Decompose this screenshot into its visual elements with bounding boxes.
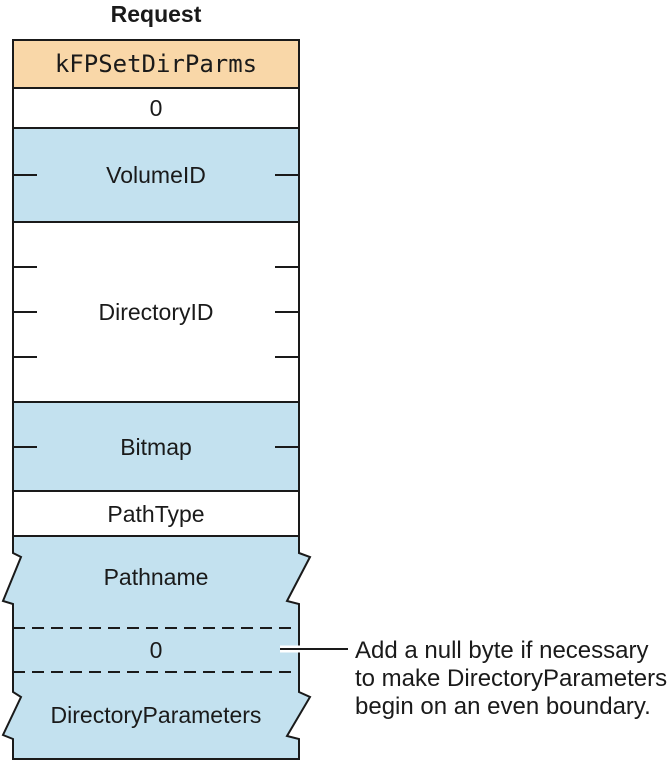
annotation-line: begin on an even boundary. [355, 693, 651, 720]
field-label-null-byte: 0 [149, 637, 163, 663]
volume-id-box [13, 128, 299, 222]
variable-length-section-box [1, 535, 312, 760]
field-label-opcode: kFPSetDirParms [54, 50, 258, 78]
field-label-pad-byte: 0 [149, 95, 163, 121]
null-byte-dashed-separators [13, 627, 299, 673]
opcode-box [13, 40, 299, 88]
field-label-pathname: Pathname [103, 564, 209, 590]
field-label-volume-id: VolumeID [106, 162, 206, 188]
field-label-path-type: PathType [107, 501, 205, 527]
field-label-directory-id: DirectoryID [98, 299, 214, 325]
field-label-directory-parameters: DirectoryParameters [50, 702, 262, 728]
annotation-text: Add a null byte if necessary to make Dir… [355, 637, 667, 721]
byte-tick-marks [13, 174, 299, 448]
bitmap-box [13, 402, 299, 491]
annotation-line: Add a null byte if necessary [355, 637, 649, 664]
row-separators [13, 87, 299, 537]
packet-outline [12, 39, 300, 536]
annotation-line: to make DirectoryParameters [355, 665, 667, 692]
field-label-bitmap: Bitmap [120, 434, 192, 460]
diagram-title: Request [110, 1, 202, 27]
